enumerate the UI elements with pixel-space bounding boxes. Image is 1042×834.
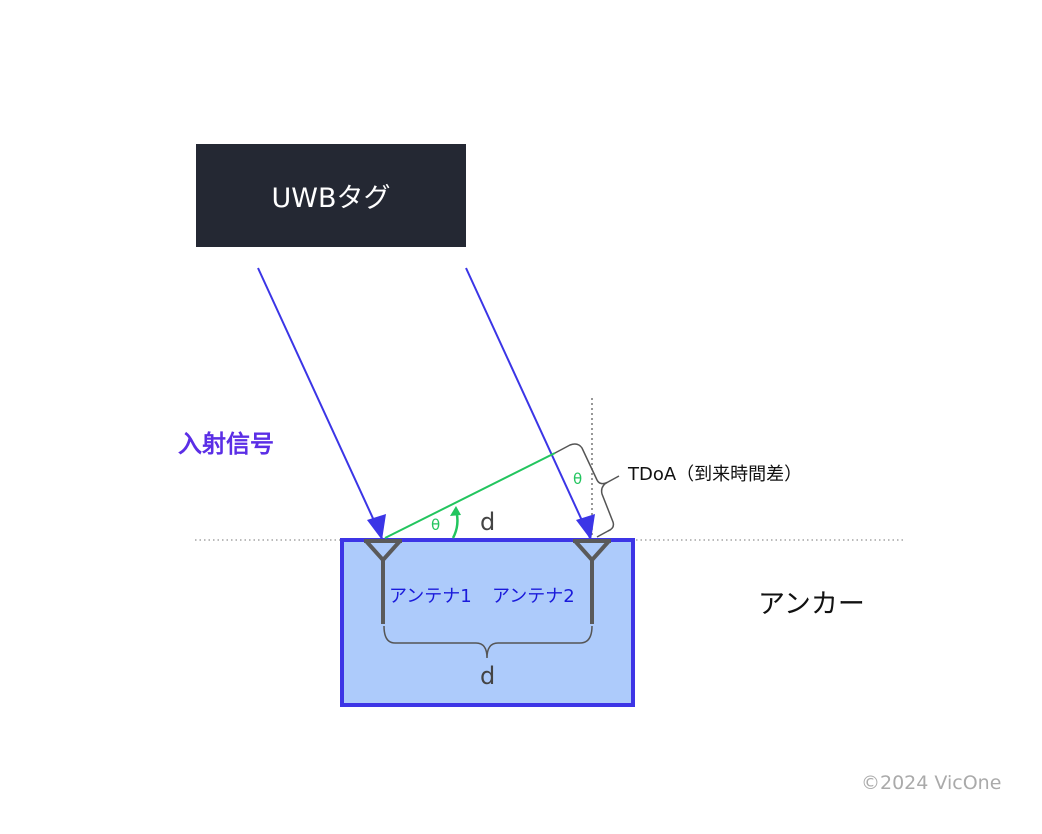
antenna-1-icon	[364, 539, 402, 624]
arrowhead-2	[576, 514, 595, 540]
tdoa-label: TDoA（到来時間差）	[628, 464, 803, 485]
antenna-1-label: アンテナ1	[389, 586, 472, 607]
wavefront-line	[384, 452, 556, 539]
copyright: ©2024 VicOne	[861, 772, 1002, 794]
theta-label-left: θ	[431, 516, 441, 534]
arrowhead-1	[367, 514, 386, 540]
tdoa-brace	[554, 443, 620, 538]
distance-brace	[383, 625, 593, 659]
anchor-label: アンカー	[758, 589, 865, 620]
d-label-top: d	[480, 508, 496, 536]
antenna-2-icon	[573, 539, 611, 624]
angle-arc-arrow	[450, 506, 461, 516]
theta-label-right: θ	[573, 470, 583, 488]
signal-arrow-1	[257, 267, 383, 539]
uwb-tag-label: UWBタグ	[271, 183, 391, 214]
incident-signal-label: 入射信号	[178, 430, 274, 458]
antenna-2-label: アンテナ2	[492, 586, 575, 607]
anchor-box	[340, 538, 635, 707]
d-label-bottom: d	[480, 662, 496, 690]
uwb-tag-box	[196, 144, 466, 247]
signal-arrow-2	[465, 267, 591, 539]
